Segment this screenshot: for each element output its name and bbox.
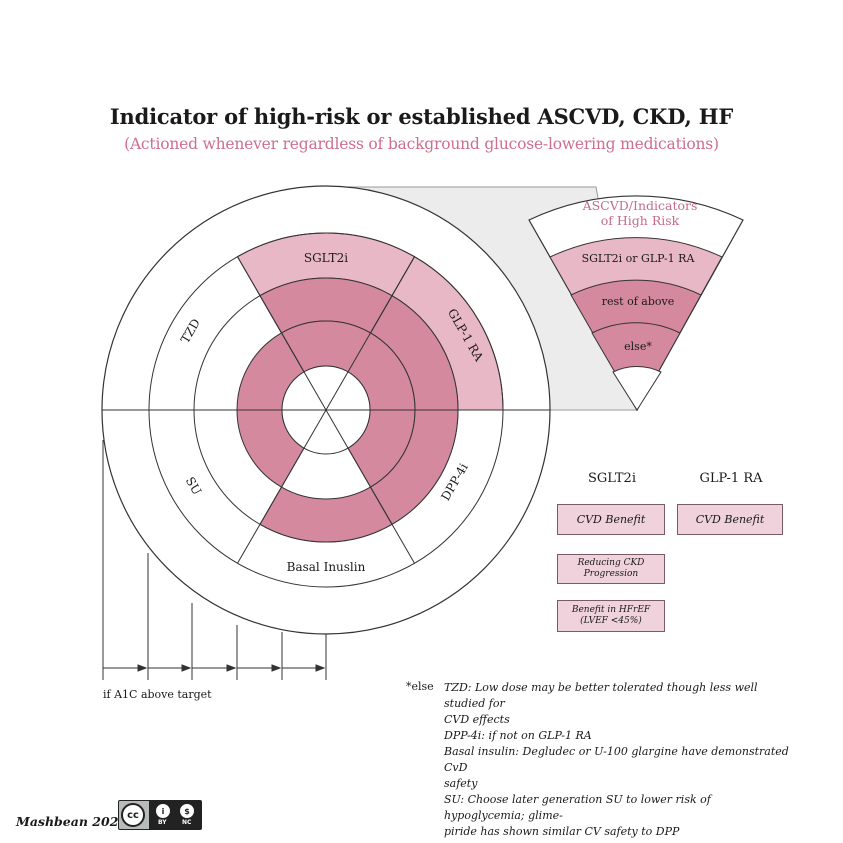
- a1c-label: if A1C above target: [103, 688, 212, 701]
- basal-middle-band: [259, 486, 393, 543]
- nc-noncommercial-icon: $: [179, 803, 195, 819]
- legend-fan-tier3: else*: [624, 340, 652, 353]
- sglt2i-hfref-box: Benefit in HFrEF (LVEF <45%): [557, 600, 665, 632]
- legend-fan-tier2: rest of above: [602, 295, 674, 308]
- cc-icon: cc: [121, 803, 145, 827]
- legend-fan-tier1: SGLT2i or GLP-1 RA: [582, 252, 696, 265]
- box-line: (LVEF <45%): [580, 616, 642, 626]
- sglt2i-ckd-box: Reducing CKD Progression: [557, 554, 665, 584]
- page-title: Indicator of high-risk or established AS…: [109, 104, 734, 129]
- wheel-spokes: [102, 256, 550, 564]
- segment-label-basal-insulin: Basal Inuslin: [287, 560, 366, 574]
- a1c-escalation-arrows: [102, 440, 327, 680]
- page-subtitle: (Actioned whenever regardless of backgro…: [124, 135, 719, 153]
- glp1ra-cvd-benefit-box: CVD Benefit: [677, 504, 783, 535]
- dpp4i-middle-band: [369, 409, 459, 525]
- cc-license-badge[interactable]: cc i $ BY NC: [118, 800, 202, 830]
- box-line: Progression: [583, 569, 639, 579]
- footnote-line: SU: Choose later generation SU to lower …: [444, 793, 711, 822]
- footnote-line: TZD: Low dose may be better tolerated th…: [444, 681, 758, 710]
- by-attribution-icon: i: [155, 803, 171, 819]
- benefit-header-sglt2i: SGLT2i: [588, 471, 636, 486]
- footnote-line: DPP-4i: if not on GLP-1 RA: [444, 729, 592, 742]
- legend-fan: [528, 195, 744, 412]
- box-line: CVD Benefit: [695, 513, 765, 526]
- box-line: Benefit in HFrEF: [571, 605, 651, 615]
- footnote-line: safety: [444, 777, 478, 790]
- cc-license-terms: i $ BY NC: [149, 801, 201, 829]
- nc-label: NC: [182, 819, 192, 826]
- sglt2i-cvd-benefit-box: CVD Benefit: [557, 504, 665, 535]
- footnote-line: piride has shown similar CV safety to DP…: [444, 825, 680, 838]
- box-line: CVD Benefit: [576, 513, 646, 526]
- box-line: Reducing CKD: [577, 558, 645, 568]
- legend-fan-title-line2: of High Risk: [601, 213, 680, 228]
- footnote-line: CVD effects: [444, 713, 510, 726]
- author-credit: Mashbean 2021: [16, 814, 128, 829]
- footnote-key: *else: [406, 680, 434, 693]
- footnote-line: Basal insulin: Degludec or U-100 glargin…: [444, 745, 789, 774]
- segment-label-sglt2i: SGLT2i: [304, 251, 348, 265]
- legend-fan-title-line1: ASCVD/Indicators: [582, 198, 698, 213]
- footnote-text: TZD: Low dose may be better tolerated th…: [444, 680, 789, 840]
- benefit-header-glp1ra: GLP-1 RA: [699, 471, 763, 486]
- by-label: BY: [158, 819, 167, 826]
